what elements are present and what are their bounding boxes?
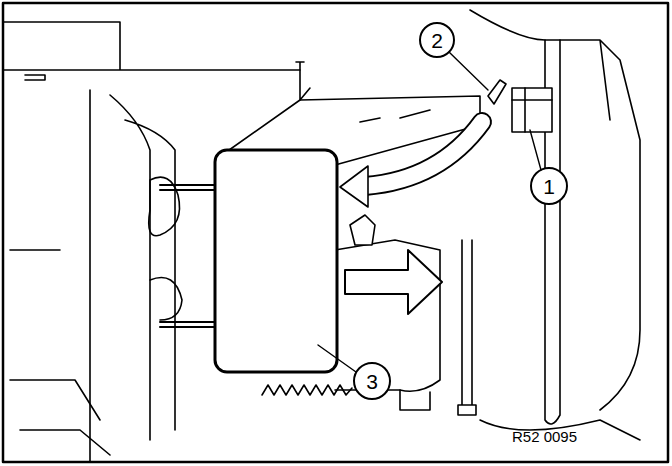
rod	[458, 240, 476, 415]
callout-circle	[354, 363, 390, 399]
motion-arrow	[365, 122, 482, 186]
pillar	[90, 90, 175, 462]
leader-line	[318, 345, 356, 372]
spring	[262, 385, 352, 395]
callout-circle	[531, 168, 567, 204]
plug	[350, 215, 375, 245]
motion-arrow	[340, 166, 368, 207]
callout-number: 1	[543, 176, 555, 197]
retaining-clip	[512, 88, 552, 132]
bracket-stud	[296, 62, 310, 100]
bracket-detail	[360, 110, 430, 122]
mount	[400, 390, 430, 410]
figure-code: R52 0095	[512, 429, 577, 444]
retaining-clip	[512, 88, 552, 132]
control-module	[215, 150, 337, 372]
frame	[3, 3, 668, 462]
body-panel	[10, 250, 110, 455]
leader-line	[449, 52, 488, 90]
motion-arrow	[345, 250, 442, 314]
motion-arrow	[365, 122, 482, 186]
callout-number: 3	[366, 371, 378, 392]
body-panel	[470, 10, 640, 410]
wire	[160, 185, 220, 327]
locking-tab	[488, 80, 506, 104]
bracket-hole	[150, 278, 182, 321]
body-panel	[3, 22, 300, 80]
leader-line	[530, 130, 541, 170]
callout-number: 2	[431, 30, 443, 51]
